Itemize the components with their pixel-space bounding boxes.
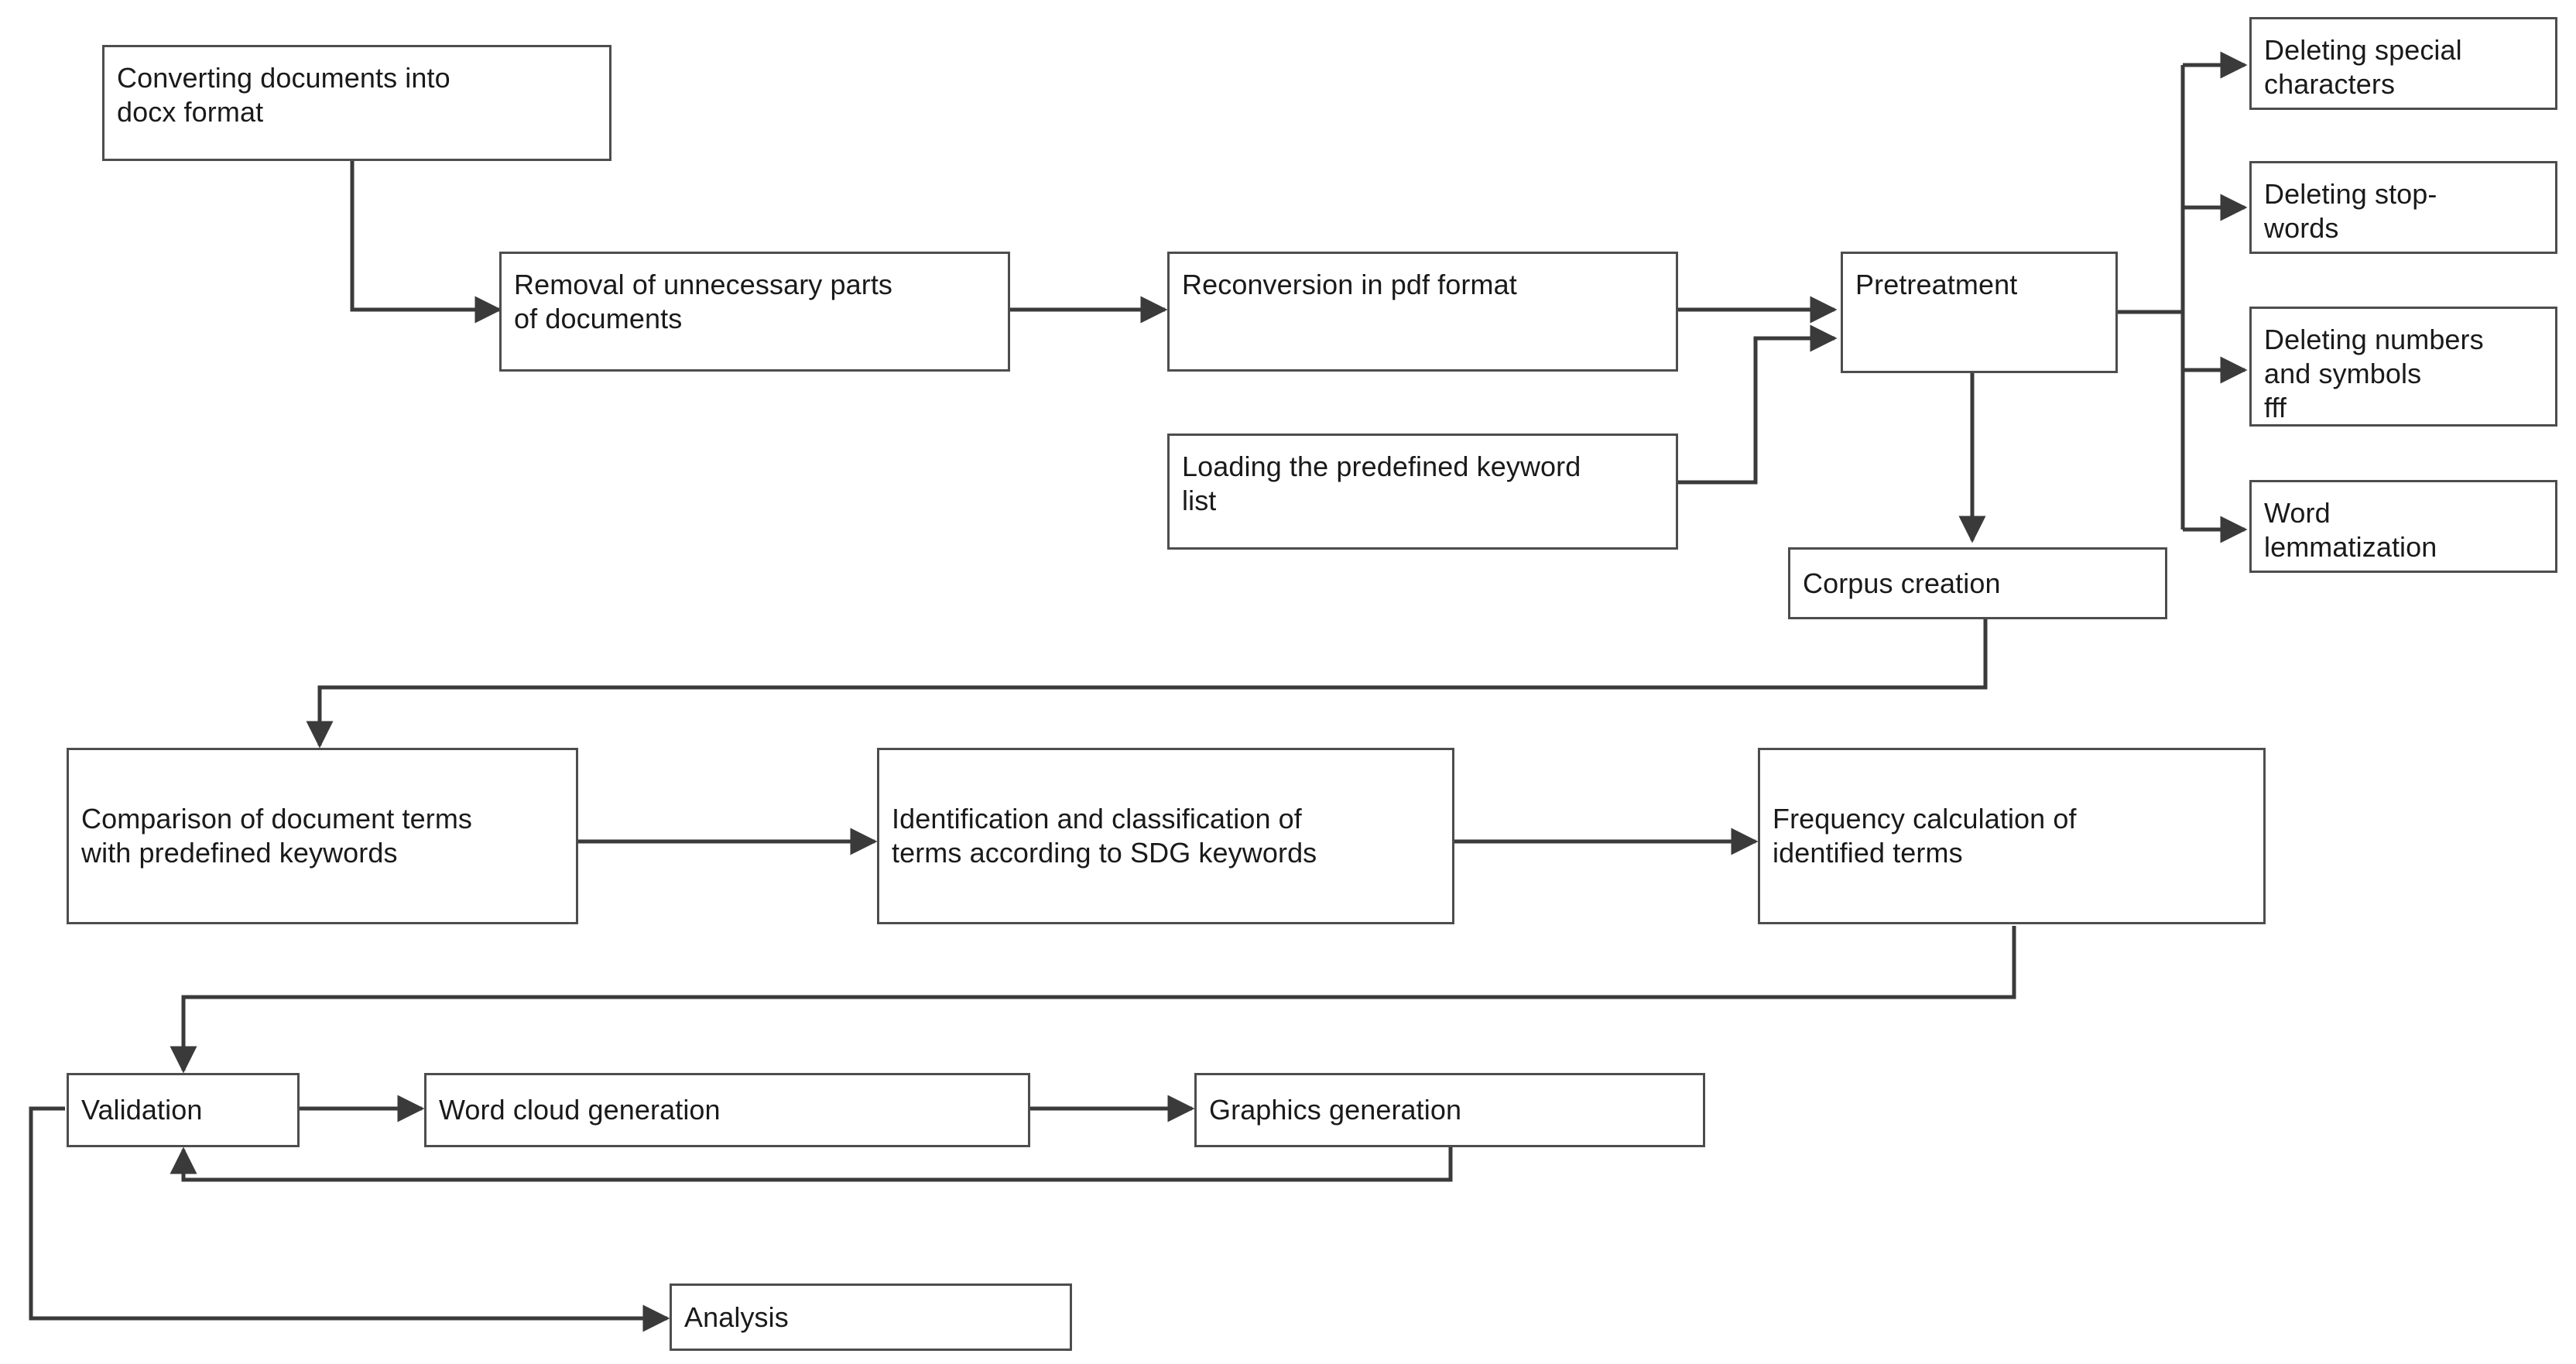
node-converting-documents[interactable]: Converting documents into docx format <box>102 45 611 161</box>
node-label: Deleting stop- words <box>2264 178 2437 244</box>
node-label: Deleting special characters <box>2264 34 2462 100</box>
node-deleting-stop-words[interactable]: Deleting stop- words <box>2249 161 2557 254</box>
node-label: Comparison of document terms with predef… <box>81 803 473 869</box>
node-analysis[interactable]: Analysis <box>670 1283 1072 1351</box>
node-label: Frequency calculation of identified term… <box>1773 803 2077 869</box>
node-label: Identification and classification of ter… <box>892 803 1317 869</box>
node-label: Removal of unnecessary parts of document… <box>514 269 893 334</box>
edge-corpus-to-comparison <box>306 619 1988 749</box>
node-comparison-document-terms[interactable]: Comparison of document terms with predef… <box>67 748 578 924</box>
node-label: Reconversion in pdf format <box>1182 269 1517 300</box>
node-label: Deleting numbers and symbols fff <box>2264 324 2484 423</box>
node-identification-classification[interactable]: Identification and classification of ter… <box>877 748 1454 924</box>
node-label: Word lemmatization <box>2264 497 2437 563</box>
node-pretreatment[interactable]: Pretreatment <box>1841 252 2118 373</box>
node-frequency-calculation[interactable]: Frequency calculation of identified term… <box>1758 748 2266 924</box>
edge-converting-to-removal <box>350 157 502 324</box>
node-word-lemmatization[interactable]: Word lemmatization <box>2249 480 2557 573</box>
edge-graphics-to-validation <box>170 1146 1453 1182</box>
node-loading-keyword-list[interactable]: Loading the predefined keyword list <box>1167 434 1678 550</box>
node-label: Graphics generation <box>1209 1094 1462 1126</box>
edge-pretreatment-fanout-trunk <box>2118 65 2185 529</box>
node-corpus-creation[interactable]: Corpus creation <box>1788 547 2167 619</box>
node-deleting-numbers-symbols[interactable]: Deleting numbers and symbols fff <box>2249 307 2557 427</box>
node-label: Converting documents into docx format <box>117 62 450 128</box>
node-label: Validation <box>81 1094 203 1126</box>
node-removal-unnecessary-parts[interactable]: Removal of unnecessary parts of document… <box>499 252 1010 372</box>
node-reconversion-pdf[interactable]: Reconversion in pdf format <box>1167 252 1678 372</box>
node-label: Word cloud generation <box>439 1094 721 1126</box>
edge-frequency-to-validation <box>170 926 2016 1074</box>
node-label: Corpus creation <box>1803 567 2001 599</box>
node-label: Pretreatment <box>1855 269 2018 300</box>
node-label: Loading the predefined keyword list <box>1182 451 1581 516</box>
node-validation[interactable]: Validation <box>67 1073 300 1147</box>
node-word-cloud-generation[interactable]: Word cloud generation <box>424 1073 1030 1147</box>
node-deleting-special-characters[interactable]: Deleting special characters <box>2249 17 2557 110</box>
edge-keywordlist-to-pretreatment <box>1678 324 1838 485</box>
node-graphics-generation[interactable]: Graphics generation <box>1194 1073 1705 1147</box>
node-label: Analysis <box>684 1301 789 1333</box>
